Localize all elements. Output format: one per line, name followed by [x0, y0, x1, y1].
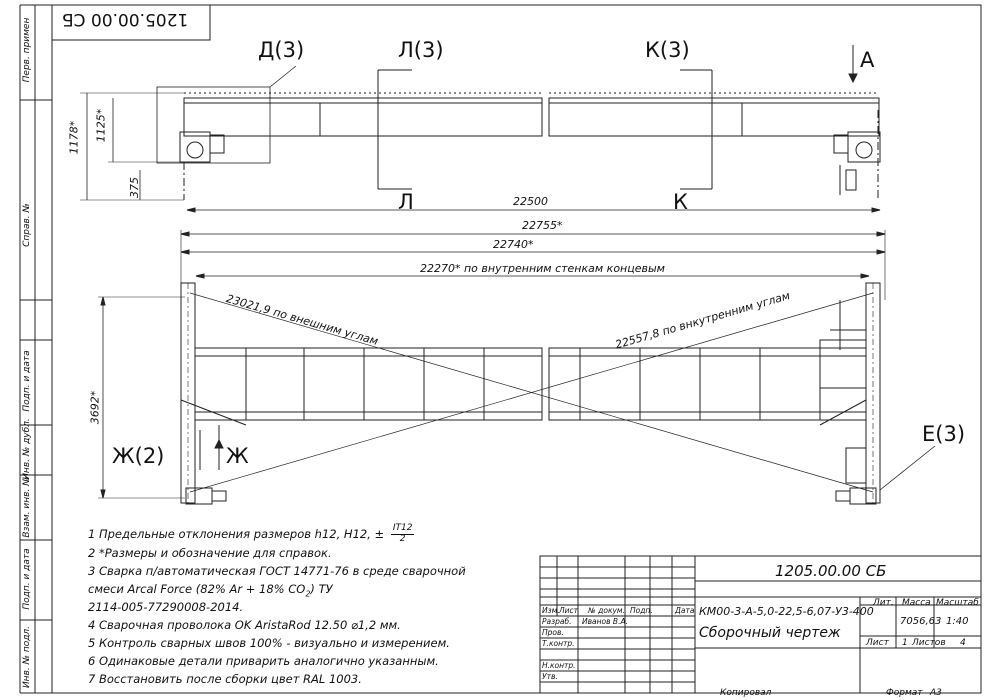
note-4: 4 Сварочная проволока OK AristaRod 12.50…: [88, 618, 401, 632]
fraction-numerator: IT12: [390, 523, 415, 535]
tb-izm: Изм.: [542, 606, 560, 615]
tb-lit-label: Лит.: [873, 598, 894, 608]
tb-format: А3: [930, 688, 942, 698]
view-label-a: А: [860, 48, 875, 72]
note-1-fraction: IT12 2: [390, 523, 415, 545]
side-label-sprav-no: Справ. №: [22, 203, 32, 247]
dim-375: 375: [128, 177, 141, 198]
tb-role-razrab: Разраб.: [542, 617, 572, 626]
tb-mass-label: Масса: [902, 598, 931, 608]
note-3-tu-text: ) ТУ: [310, 582, 333, 596]
note-3-mix-text: смеси Arcal Force (82% Ar + 18% CO: [88, 582, 306, 596]
tb-sheet-label: Лист: [866, 638, 889, 648]
dim-22500: 22500: [513, 195, 548, 208]
stamp-designation-top: 1205.00.00 СБ: [62, 9, 189, 29]
tb-role-utv: Утв.: [542, 672, 558, 681]
tb-copied: Копировал: [720, 688, 772, 698]
dim-22270: 22270* по внутренним стенкам концевым: [420, 262, 665, 275]
side-label-vzam-inv: Взам. инв. №: [22, 476, 32, 538]
view-label-d3: Д(3): [258, 38, 305, 62]
tb-list: Лист: [559, 606, 579, 615]
tb-mass: 7056,63: [900, 616, 942, 627]
note-5: 5 Контроль сварных швов 100% - визуально…: [88, 636, 450, 650]
tb-role-nkontr: Н.контр.: [542, 661, 576, 670]
section-label-l: Л: [398, 190, 414, 214]
tb-sheets-label: Листов: [912, 638, 946, 648]
note-3-subscript: 2: [305, 589, 311, 599]
title-product: КМ00-3-А-5,0-22,5-6,07-У3-400: [699, 605, 874, 618]
title-block: [539, 555, 982, 694]
dim-22755: 22755*: [522, 219, 563, 232]
view-label-l3: Л(3): [398, 38, 444, 62]
drawing-frame: [51, 4, 982, 694]
note-3-tu: 2114-005-77290008-2014.: [88, 600, 244, 614]
tb-scale: 1:40: [946, 616, 969, 627]
side-label-inv-podl: Инв. № подл.: [22, 625, 32, 689]
tb-role-tkontr: Т.контр.: [542, 639, 575, 648]
tb-doc-no: № докум.: [588, 606, 625, 615]
note-1-text: 1 Предельные отклонения размеров h12, H1…: [88, 526, 385, 541]
dim-1178: 1178*: [67, 120, 81, 155]
dim-3692: 3692*: [88, 390, 102, 425]
note-7: 7 Восстановить после сборки цвет RAL 100…: [88, 672, 362, 686]
view-label-zh: Ж: [226, 444, 249, 468]
tb-role-prov: Пров.: [542, 628, 564, 637]
tb-scale-label: Масштаб: [936, 598, 979, 608]
title-doc-name: Сборочный чертеж: [699, 625, 841, 641]
view-label-e3: Е(3): [922, 422, 966, 446]
side-label-podp-data-2: Подп. и дата: [22, 548, 32, 610]
crane-front-view: [80, 45, 881, 213]
dim-1125: 1125*: [94, 108, 108, 143]
note-6: 6 Одинаковые детали приварить аналогично…: [88, 654, 439, 668]
tb-sheets: 4: [960, 638, 966, 648]
tb-date: Дата: [675, 606, 695, 615]
tb-sheet: 1: [902, 638, 908, 648]
title-designation: 1205.00.00 СБ: [775, 562, 887, 580]
side-label-perv-primen: Перв. примен: [22, 17, 32, 83]
section-label-k: К: [673, 190, 688, 214]
tb-developer: Иванов В.А.: [582, 617, 628, 626]
dim-22740: 22740*: [493, 238, 534, 251]
note-3-cont: смеси Arcal Force (82% Ar + 18% CO2) ТУ: [88, 582, 333, 598]
crane-plan-view: [98, 230, 936, 505]
note-3: 3 Сварка п/автоматическая ГОСТ 14771-76 …: [88, 564, 466, 578]
note-2: 2 *Размеры и обозначение для справок.: [88, 546, 332, 560]
view-label-zh2: Ж(2): [112, 444, 165, 468]
note-1: 1 Предельные отклонения размеров h12, H1…: [88, 523, 415, 545]
tb-sign: Подп.: [630, 606, 653, 615]
view-label-k3: К(3): [645, 38, 690, 62]
tb-format-label: Формат: [886, 688, 923, 698]
fraction-denominator: 2: [399, 533, 406, 544]
